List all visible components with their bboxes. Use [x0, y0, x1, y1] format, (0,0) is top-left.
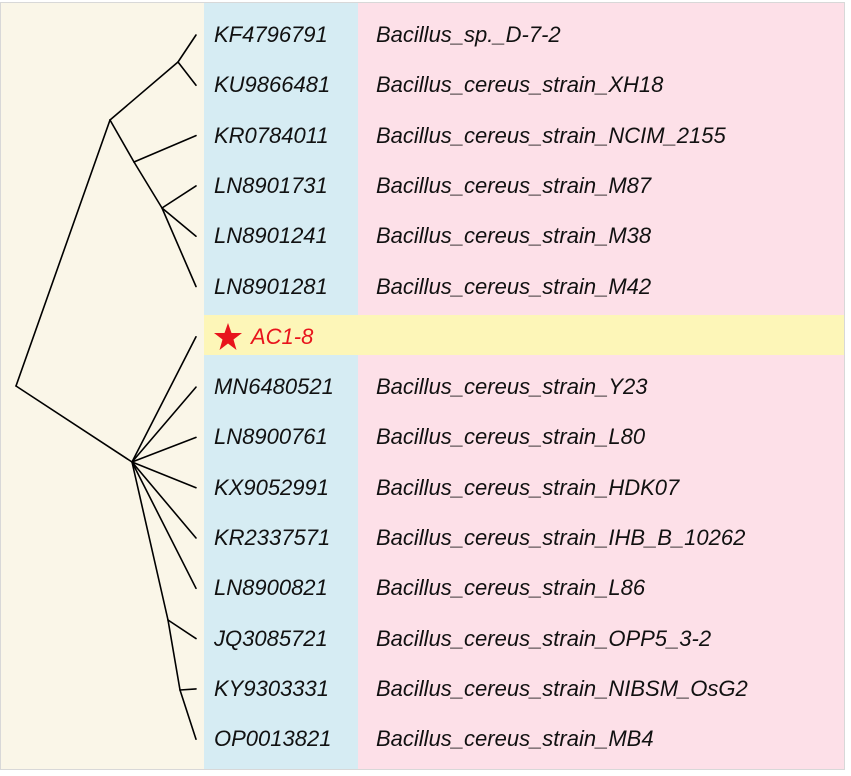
- tree-branch: [177, 61, 197, 87]
- accession-label: OP0013821: [214, 726, 332, 752]
- accession-column: [204, 2, 358, 770]
- strain-name-label: Bacillus_cereus_strain_IHB_B_10262: [376, 525, 746, 550]
- query-label: AC1-8: [251, 323, 314, 349]
- leaf-row: LN8901241 Bacillus_cereus_strain_M38: [204, 216, 845, 256]
- tree-branch: [179, 688, 197, 691]
- leaf-row: LN8901281 Bacillus_cereus_strain_M42: [204, 267, 845, 307]
- star-icon: [214, 322, 242, 350]
- accession-label: LN8901241: [214, 223, 328, 249]
- tree-branch: [161, 185, 197, 209]
- accession-label: LN8900821: [214, 575, 328, 601]
- tree-branch: [131, 461, 169, 621]
- tree-branch: [133, 161, 163, 209]
- query-row: AC1-8: [204, 317, 845, 357]
- query-highlight-band: [204, 315, 845, 355]
- leaf-row: KR0784011 Bacillus_cereus_strain_NCIM_215…: [204, 116, 845, 156]
- tree-branch: [131, 335, 197, 463]
- tree-branch: [133, 134, 197, 163]
- leaf-row: KX9052991 Bacillus_cereus_strain_HDK07: [204, 468, 845, 508]
- accession-label: KU9866481: [214, 72, 331, 98]
- strain-name-label: Bacillus_cereus_strain_M42: [376, 273, 652, 299]
- tree-branch: [15, 385, 133, 463]
- tree-branch: [177, 34, 197, 63]
- leaf-row: LN8901731 Bacillus_cereus_strain_M87: [204, 166, 845, 206]
- leaf-row: LN8900761 Bacillus_cereus_strain_L80: [204, 417, 845, 457]
- tree-branch: [131, 461, 197, 590]
- accession-label: LN8901281: [214, 273, 328, 299]
- tree-branch: [161, 207, 197, 288]
- leaf-row: MN6480521 Bacillus_cereus_strain_Y23: [204, 367, 845, 407]
- dendrogram: [15, 34, 197, 741]
- tree-branch: [161, 207, 197, 237]
- leaf-row: JQ3085721 Bacillus_cereus_strain_OPP5_3-2: [204, 619, 845, 659]
- leaf-row: KF4796791 Bacillus_sp._D-7-2: [204, 15, 845, 55]
- strain-name-label: Bacillus_cereus_strain_Y23: [376, 374, 648, 400]
- accession-label: KF4796791: [214, 22, 328, 47]
- leaf-row: KU9866481 Bacillus_cereus_strain_XH18: [204, 65, 845, 105]
- strain-name-label: Bacillus_cereus_strain_HDK07: [376, 474, 680, 500]
- accession-label: JQ3085721: [214, 625, 328, 651]
- accession-label: LN8900761: [214, 424, 328, 450]
- leaf-row: LN8900821 Bacillus_cereus_strain_L86: [204, 568, 845, 608]
- accession-label: LN8901731: [214, 172, 328, 198]
- tree-branch: [131, 436, 197, 463]
- strain-name-label: Bacillus_cereus_strain_M38: [376, 223, 652, 249]
- strain-name-label: Bacillus_cereus_strain_NIBSM_OsG2: [376, 675, 748, 701]
- strain-name-label: Bacillus_cereus_strain_L80: [376, 424, 646, 450]
- tree-branch: [179, 689, 197, 741]
- tree-branch: [167, 619, 181, 691]
- leaf-row: KR2337571 Bacillus_cereus_strain_IHB_B_10…: [204, 518, 845, 558]
- tree-branch: [131, 461, 197, 539]
- accession-label: MN6480521: [214, 374, 334, 400]
- tree-branch: [131, 386, 197, 463]
- accession-label: KY9303331: [214, 675, 329, 701]
- tree-branch: [167, 619, 197, 640]
- leaf-row: KY9303331 Bacillus_cereus_strain_NIBSM_Os…: [204, 669, 845, 709]
- tree-branch: [109, 119, 135, 163]
- tree-branch: [15, 119, 111, 387]
- tree-branch: [131, 461, 197, 489]
- strain-name-label: Bacillus_cereus_strain_MB4: [376, 726, 654, 752]
- accession-label: KX9052991: [214, 474, 329, 500]
- strain-name-label: Bacillus_sp._D-7-2: [376, 22, 561, 47]
- tree-branch: [109, 61, 179, 121]
- accession-label: KR2337571: [214, 525, 331, 550]
- accession-label: KR0784011: [214, 122, 329, 148]
- strain-name-label: Bacillus_cereus_strain_OPP5_3-2: [376, 625, 712, 651]
- strain-name-column: [358, 2, 845, 770]
- strain-name-label: Bacillus_cereus_strain_L86: [376, 575, 646, 601]
- strain-name-label: Bacillus_cereus_strain_M87: [376, 172, 652, 198]
- strain-name-label: Bacillus_cereus_strain_NCIM_2155: [376, 122, 726, 148]
- leaf-row: OP0013821 Bacillus_cereus_strain_MB4: [204, 719, 845, 759]
- strain-name-label: Bacillus_cereus_strain_XH18: [376, 72, 664, 98]
